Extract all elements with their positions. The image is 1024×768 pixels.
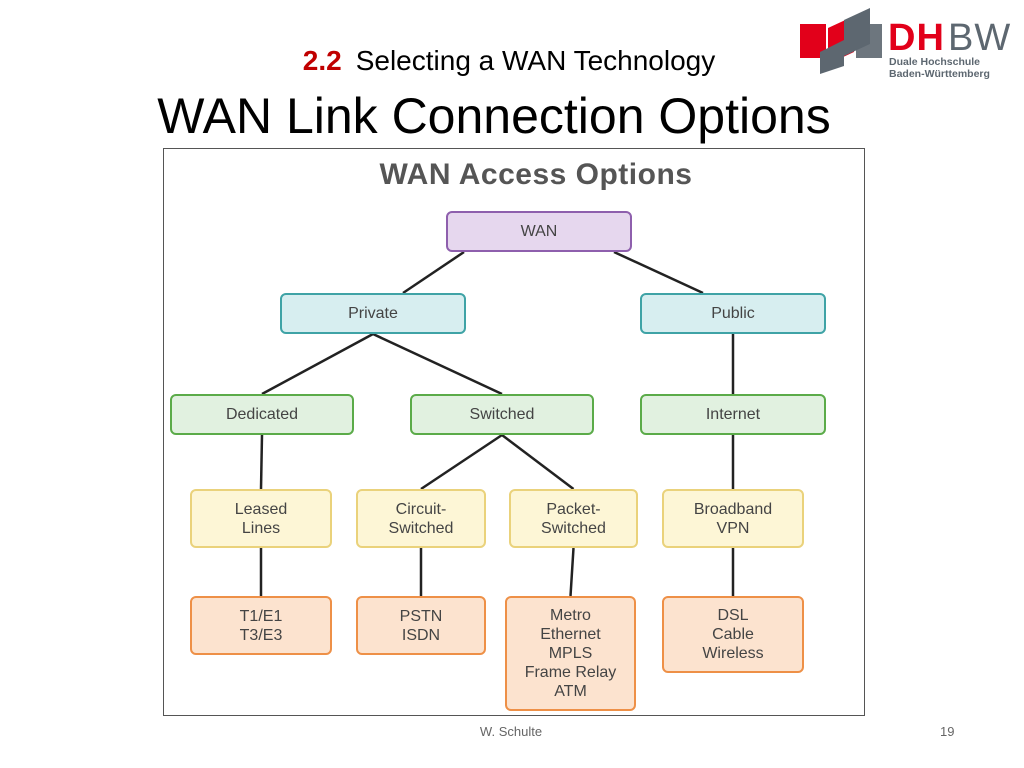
- edge-wan-public: [613, 250, 704, 295]
- node-t1-t3: T1/E1 T3/E3: [190, 596, 332, 655]
- dhbw-logo: DH BW Duale Hochschule Baden-Württemberg: [798, 6, 1012, 86]
- logo-line2: Baden-Württemberg: [889, 68, 990, 80]
- logo-bw-text: BW: [948, 17, 1012, 59]
- node-broadband-vpn: Broadband VPN: [662, 489, 804, 548]
- dhbw-logo-mark-icon: [800, 8, 882, 74]
- edge-wan-private: [402, 250, 465, 295]
- node-leased-lines: Leased Lines: [190, 489, 332, 548]
- edge-private-dedicated: [261, 332, 374, 396]
- logo-line1: Duale Hochschule: [889, 56, 981, 68]
- wan-access-options-diagram: WAN Access Options WAN Private Public De…: [163, 148, 865, 716]
- footer-author: W. Schulte: [479, 724, 543, 739]
- slide-title: WAN Link Connection Options: [157, 88, 831, 144]
- subtitle-text: Selecting a WAN Technology: [355, 45, 716, 76]
- slide-subtitle: 2.2 Selecting a WAN Technology: [0, 44, 1021, 78]
- node-pstn-isdn: PSTN ISDN: [356, 596, 486, 655]
- page-number: 19: [940, 724, 955, 739]
- node-wan: WAN: [446, 211, 632, 252]
- logo-dh-text: DH: [888, 17, 945, 59]
- node-private: Private: [280, 293, 466, 334]
- edge-packet_switched-metro_list: [569, 547, 575, 597]
- node-switched: Switched: [410, 394, 594, 435]
- node-public: Public: [640, 293, 826, 334]
- node-broadband-technologies: DSL Cable Wireless: [662, 596, 804, 673]
- diagram-title: WAN Access Options: [379, 158, 693, 191]
- node-internet: Internet: [640, 394, 826, 435]
- connector-lines: [259, 250, 735, 597]
- node-packet-switched: Packet- Switched: [509, 489, 638, 548]
- edge-switched-packet_switched: [501, 434, 575, 490]
- edge-private-switched: [372, 332, 503, 396]
- node-circuit-switched: Circuit- Switched: [356, 489, 486, 548]
- node-dedicated: Dedicated: [170, 394, 354, 435]
- node-packet-technologies: Metro Ethernet MPLS Frame Relay ATM: [505, 596, 636, 711]
- section-number: 2.2: [302, 45, 342, 76]
- edge-dedicated-leased_lines: [259, 434, 264, 490]
- edge-switched-circuit_switched: [420, 433, 503, 491]
